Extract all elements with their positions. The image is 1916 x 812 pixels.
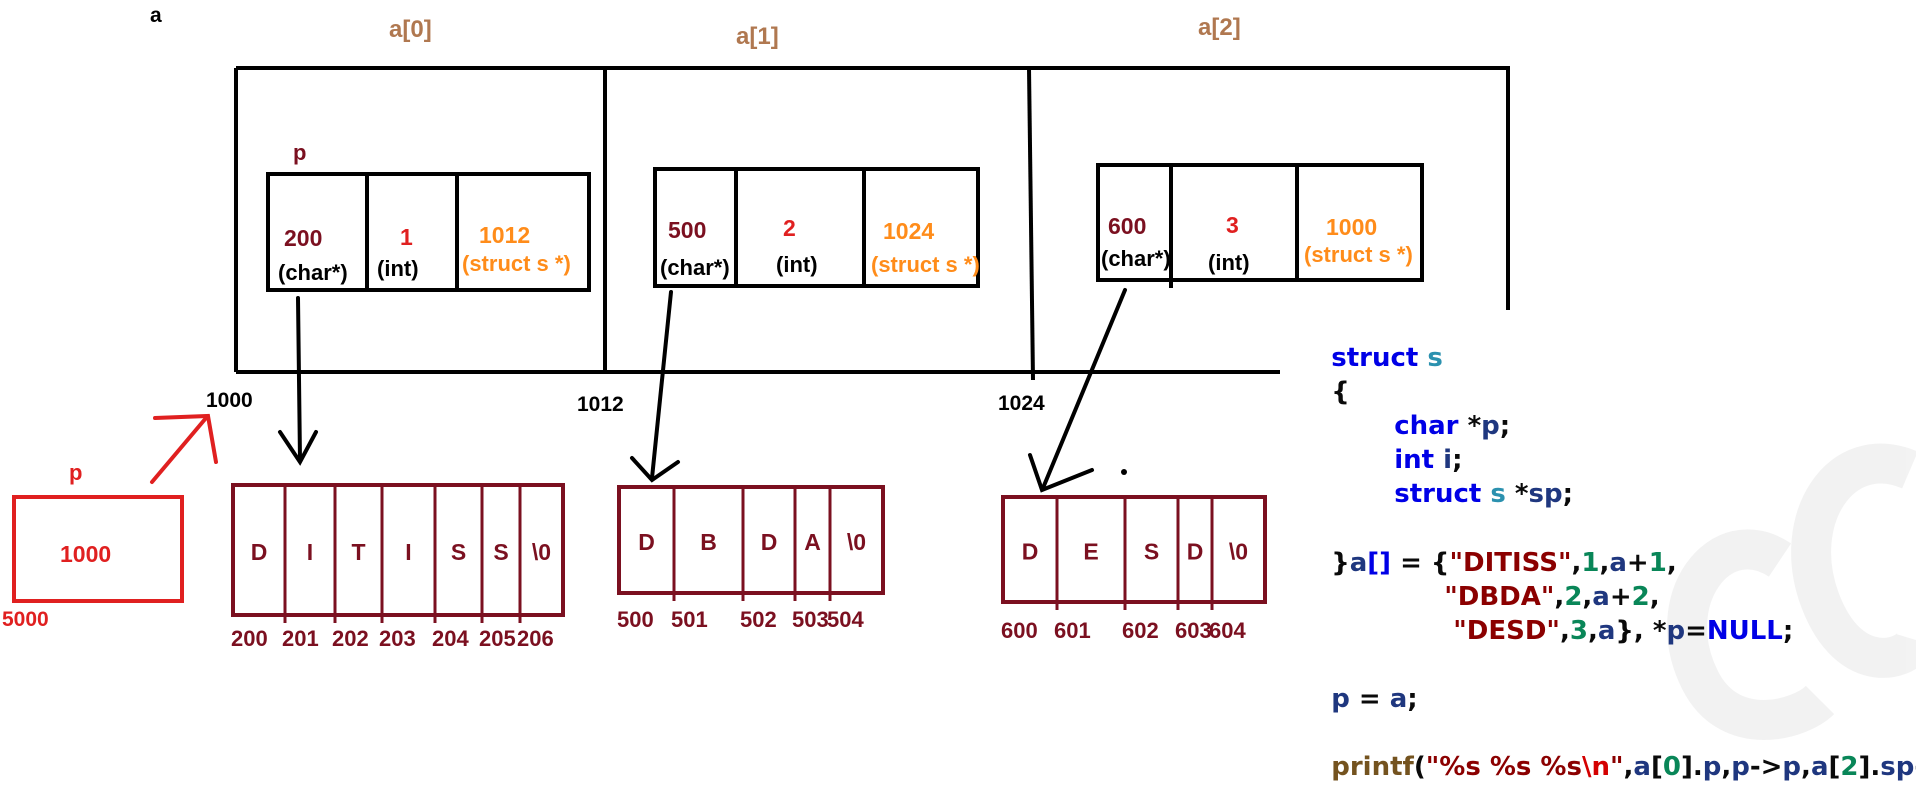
code-line-6: }a[] = {"DITISS",1,a+1, (1331, 548, 1677, 578)
struct1-p-value: 500 (668, 217, 706, 243)
string-address: 600 (1001, 618, 1038, 643)
struct-box-0 (266, 172, 591, 292)
array-name-label: a (150, 4, 162, 27)
struct0-p-type: (char*) (278, 260, 348, 285)
struct2-i-value: 3 (1226, 212, 1239, 238)
arrow-to-string-1 (650, 290, 673, 480)
array-index-label-2: a[2] (1198, 14, 1241, 41)
string-char: S (493, 539, 508, 565)
struct2-sp-value: 1000 (1326, 214, 1377, 240)
arrow-head-0 (278, 430, 318, 466)
string-address: 200 (231, 626, 268, 651)
string-char: D (1022, 539, 1039, 565)
code-line-7: "DBDA",2,a+2, (1444, 582, 1660, 612)
stray-dot (1121, 469, 1127, 475)
code-line-10: printf("%s %s %s\n",a[0].p,p->p,a[2].sp-… (1331, 752, 1916, 782)
string-char: A (804, 529, 821, 555)
string-char: D (251, 539, 268, 565)
string-char: D (1187, 539, 1204, 565)
array-index-label-0: a[0] (389, 16, 432, 43)
struct0-i-type: (int) (377, 256, 419, 281)
memory-diagram: a a[0] a[1] a[2] 1000 1012 1024 p 200 (c… (2, 4, 1916, 740)
string-address: 205 (479, 626, 516, 651)
string-address: 604 (1209, 618, 1246, 643)
struct0-sp-type: (struct s *) (462, 251, 571, 276)
struct1-sp-value: 1024 (883, 218, 934, 244)
arrow-head-2 (1028, 453, 1094, 493)
struct2-i-type: (int) (1208, 250, 1250, 275)
string-address: 203 (379, 626, 416, 651)
string-char: D (638, 529, 655, 555)
string-box-2 (1001, 495, 1267, 604)
code-line-9: p = a; (1331, 684, 1418, 714)
struct2-p-type: (char*) (1101, 246, 1171, 271)
string-box-1 (617, 485, 885, 595)
string-char: \0 (1229, 539, 1248, 565)
string-address: 603 (1175, 618, 1212, 643)
struct0-sp-value: 1012 (479, 222, 530, 248)
string-address: 204 (432, 626, 469, 651)
code-line-5: struct s *sp; (1394, 479, 1573, 509)
string-char: I (405, 539, 411, 565)
struct1-sp-type: (struct s *) (871, 252, 980, 277)
string-char: S (1144, 539, 1159, 565)
string-char: I (307, 539, 313, 565)
address-label-1000: 1000 (206, 389, 253, 412)
struct2-p-value: 600 (1108, 213, 1146, 239)
struct0-i-value: 1 (400, 224, 413, 250)
pointer-p-arrow (150, 413, 218, 484)
array-index-label-1: a[1] (736, 23, 779, 50)
string-box-0 (231, 483, 565, 617)
code-line-8: "DESD",3,a}, *p=NULL; (1453, 616, 1794, 646)
string-char: E (1083, 539, 1098, 565)
string-address: 502 (740, 607, 777, 632)
array-outer-box (234, 66, 1510, 381)
string-address: 501 (671, 607, 708, 632)
string-address: 503 (792, 607, 829, 632)
struct0-p-value: 200 (284, 225, 322, 251)
struct-box-1 (653, 167, 980, 288)
string-address: 201 (282, 626, 319, 651)
arrow-to-string-2 (1041, 288, 1127, 490)
string-char: S (451, 539, 466, 565)
string-address: 602 (1122, 618, 1159, 643)
string-address: 504 (827, 607, 864, 632)
string-char: D (761, 529, 778, 555)
pointer-p-value: 1000 (60, 541, 111, 567)
string-address: 500 (617, 607, 654, 632)
code-line-2: { (1331, 377, 1350, 407)
string-address: 202 (332, 626, 369, 651)
watermark (1667, 443, 1916, 740)
string-char: \0 (847, 529, 866, 555)
address-label-1024: 1024 (998, 392, 1045, 415)
string-char: \0 (532, 539, 551, 565)
code-line-1: struct s (1331, 343, 1443, 373)
string-address: 601 (1054, 618, 1091, 643)
pointer-p-address: 5000 (2, 608, 49, 631)
code-snippet: struct s { char *p; int i; struct s *sp;… (1295, 313, 1916, 782)
address-label-1012: 1012 (577, 393, 624, 416)
pointer-arrows (278, 288, 1127, 493)
struct-box-2 (1096, 163, 1424, 288)
arrow-to-string-0 (296, 296, 302, 462)
string-address: 206 (517, 626, 554, 651)
code-line-3: char *p; (1394, 411, 1511, 441)
struct2-sp-type: (struct s *) (1304, 242, 1413, 267)
arrow-head-1 (630, 456, 680, 483)
string-char: B (700, 529, 717, 555)
pointer-p-label: p (69, 460, 82, 485)
struct1-i-type: (int) (776, 252, 818, 277)
member-p-label: p (293, 140, 306, 165)
struct1-p-type: (char*) (660, 255, 730, 280)
struct1-i-value: 2 (783, 215, 796, 241)
pointer-p-box (12, 495, 184, 603)
code-line-4: int i; (1394, 445, 1463, 475)
string-char: T (351, 539, 365, 565)
